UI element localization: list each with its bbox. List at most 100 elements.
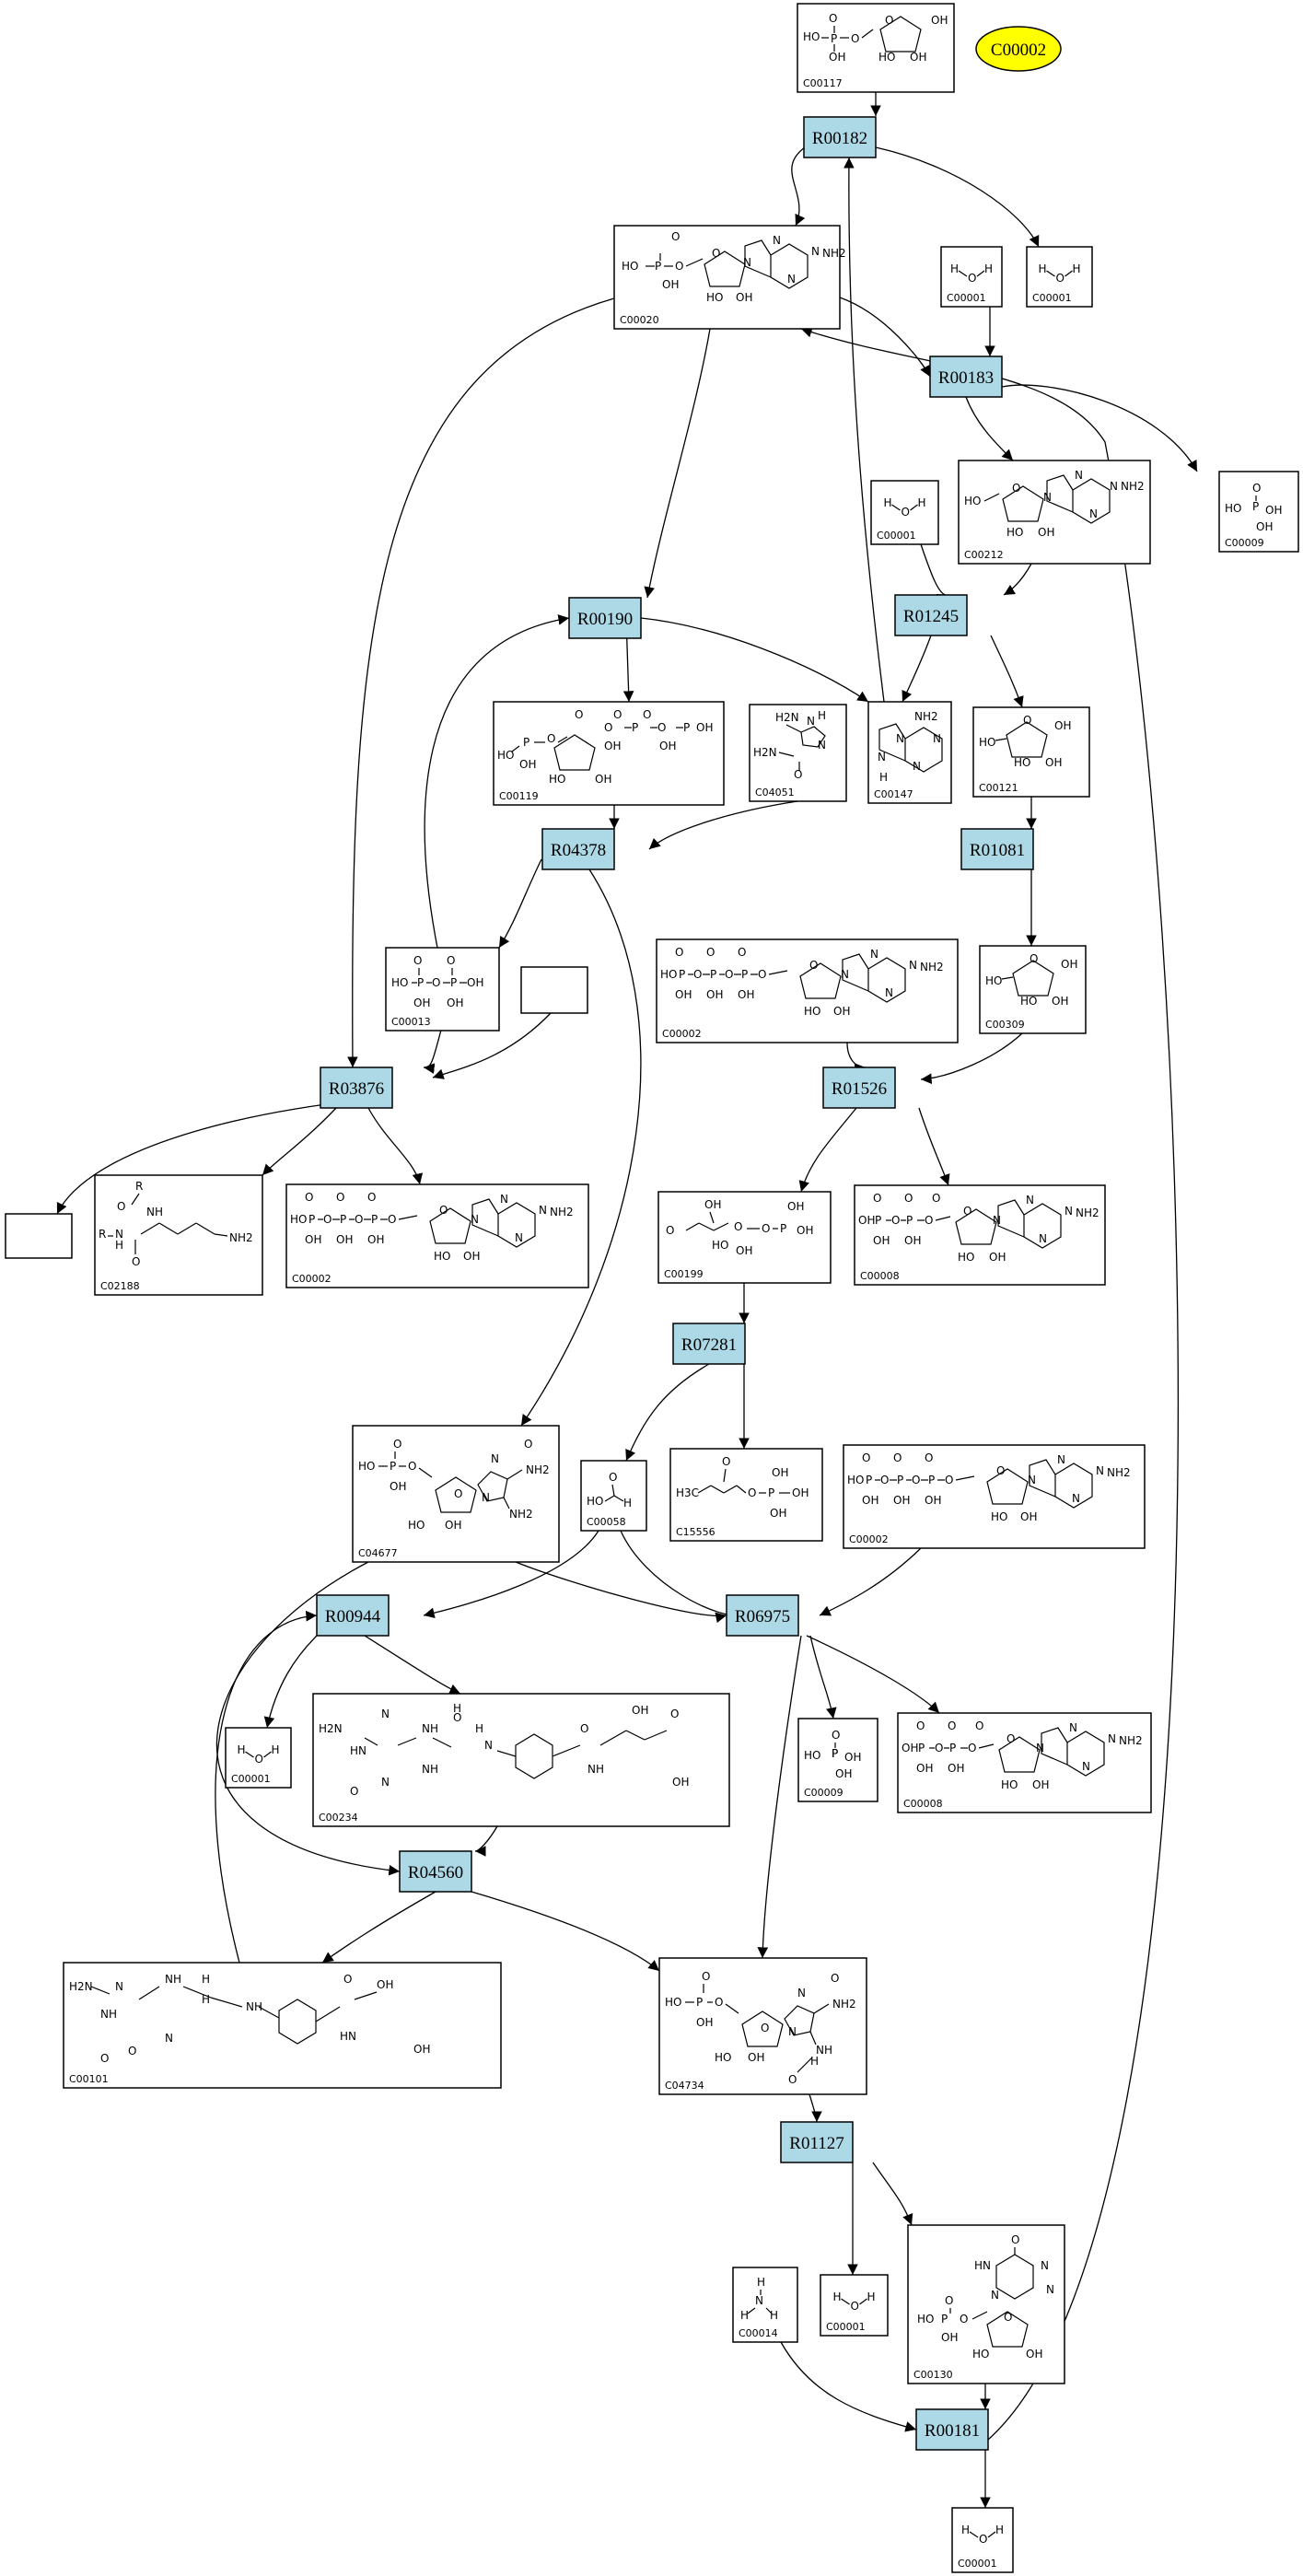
reaction-label: R00944 <box>325 1607 381 1626</box>
pathway-edge <box>347 297 615 1068</box>
reaction-node[interactable]: R07281 <box>672 1323 746 1365</box>
svg-text:NH2: NH2 <box>822 247 846 260</box>
svg-text:OH: OH <box>595 773 611 786</box>
svg-text:N: N <box>1026 1194 1034 1206</box>
svg-text:N: N <box>1089 507 1098 520</box>
svg-text:O: O <box>323 1213 332 1226</box>
svg-text:NH: NH <box>165 1973 181 1986</box>
svg-text:N: N <box>885 986 893 999</box>
reaction-node[interactable]: R04378 <box>541 828 615 870</box>
svg-text:O: O <box>960 2313 968 2325</box>
svg-text:P: P <box>632 721 638 734</box>
reaction-node[interactable]: R00944 <box>316 1594 390 1637</box>
svg-text:N: N <box>1069 1721 1077 1734</box>
svg-text:HN: HN <box>974 2259 991 2272</box>
svg-text:OH: OH <box>1026 2348 1042 2360</box>
svg-text:OH: OH <box>305 1233 321 1246</box>
reaction-node[interactable]: R00182 <box>803 116 877 158</box>
svg-text:N: N <box>991 2289 999 2302</box>
svg-text:OH: OH <box>467 976 483 989</box>
svg-text:N: N <box>1082 1760 1090 1773</box>
svg-text:OH: OH <box>835 1767 852 1780</box>
svg-text:O: O <box>761 2022 769 2034</box>
compound-id: C00001 <box>877 530 916 542</box>
svg-text:O: O <box>948 1719 956 1732</box>
pathway-edge <box>846 1042 867 1074</box>
svg-text:P: P <box>340 1213 346 1226</box>
reaction-node[interactable]: R01127 <box>780 2121 854 2163</box>
svg-text:OH: OH <box>675 988 692 1001</box>
svg-text:OH: OH <box>696 2016 713 2029</box>
reaction-node[interactable]: R03876 <box>320 1067 393 1109</box>
svg-text:OH: OH <box>706 988 723 1001</box>
reaction-node[interactable]: R00183 <box>929 356 1003 398</box>
svg-text:O: O <box>1056 272 1065 285</box>
svg-text:N: N <box>1072 1492 1080 1505</box>
svg-text:O: O <box>851 32 859 45</box>
svg-text:OH: OH <box>336 1233 353 1246</box>
reaction-node[interactable]: R00190 <box>568 597 642 639</box>
svg-text:OH: OH <box>904 1234 921 1247</box>
compound-id: C00001 <box>1032 292 1072 304</box>
svg-text:O: O <box>925 1451 933 1464</box>
reaction-node[interactable]: R04560 <box>399 1850 472 1893</box>
svg-text:P: P <box>831 32 837 45</box>
svg-text:O: O <box>832 1729 840 1742</box>
svg-text:H: H <box>950 262 959 275</box>
reaction-node[interactable]: R00181 <box>915 2408 989 2451</box>
reaction-node[interactable]: R01081 <box>960 828 1034 870</box>
empty-compound-node[interactable] <box>5 1213 73 1259</box>
pathway-edge <box>843 157 885 703</box>
svg-text:OH: OH <box>367 1233 384 1246</box>
pathway-edge <box>902 635 932 703</box>
svg-text:HO: HO <box>497 749 514 762</box>
reaction-node[interactable]: R01245 <box>894 594 968 636</box>
svg-text:P: P <box>308 1213 315 1226</box>
svg-text:HO: HO <box>1020 995 1037 1008</box>
reaction-node[interactable]: R06975 <box>726 1594 799 1637</box>
svg-text:P: P <box>696 1996 703 2009</box>
empty-compound-node[interactable] <box>520 966 588 1014</box>
start-compound-label: C00002 <box>991 41 1046 60</box>
reaction-node[interactable]: R01526 <box>822 1067 896 1109</box>
start-compound-node[interactable]: C00002 <box>975 26 1062 72</box>
compound-id: C00009 <box>1225 537 1264 549</box>
svg-text:P: P <box>832 1747 838 1760</box>
